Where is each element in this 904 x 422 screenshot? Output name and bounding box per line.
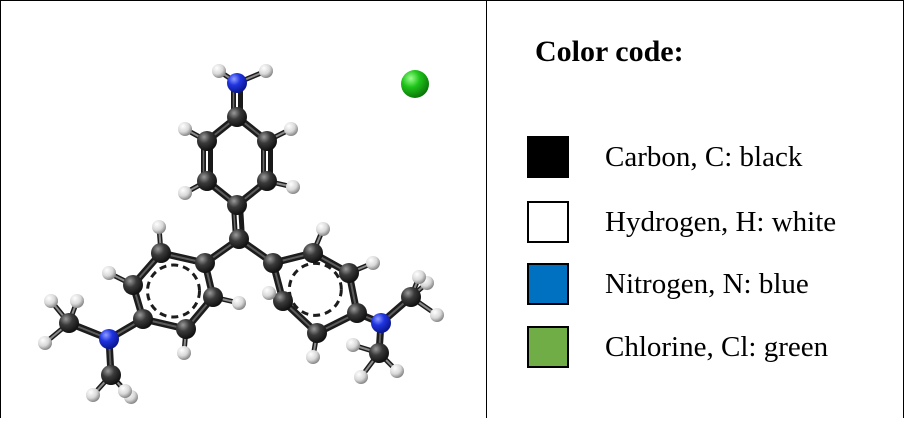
carbon-atom	[176, 319, 196, 339]
hydrogen-atom	[178, 122, 192, 136]
hydrogen-atom	[152, 220, 166, 234]
hydrogen-atom	[262, 286, 276, 300]
carbon-atom	[101, 365, 121, 385]
legend-title: Color code:	[535, 35, 684, 68]
chlorine-atom	[401, 70, 429, 98]
nitrogen-atom	[227, 73, 247, 93]
carbon-atom	[197, 171, 217, 191]
legend-item-chlorine: Chlorine, Cl: green	[527, 326, 897, 374]
carbon-atom	[133, 309, 153, 329]
carbon-atom	[401, 287, 421, 307]
aromatic-ring-mark	[146, 263, 201, 319]
molecule-panel	[1, 1, 485, 417]
carbon-atom	[307, 323, 327, 343]
nitrogen-atom	[371, 313, 391, 333]
hydrogen-atom	[354, 370, 368, 384]
carbon-atom	[347, 303, 367, 323]
legend-label-chlorine: Chlorine, Cl: green	[605, 331, 829, 363]
panel-divider	[486, 0, 487, 418]
hydrogen-atom	[390, 364, 404, 378]
carbon-atom	[229, 229, 249, 249]
hydrogen-atom	[306, 350, 320, 364]
carbon-atom	[151, 243, 171, 263]
hydrogen-atom	[178, 186, 192, 200]
hydrogen-atom	[286, 180, 300, 194]
carbon-atom	[263, 253, 283, 273]
carbon-atom	[123, 275, 143, 295]
hydrogen-atom	[212, 64, 226, 78]
hydrogen-atom	[284, 122, 298, 136]
carbon-swatch	[527, 136, 569, 178]
hydrogen-atom	[102, 266, 116, 280]
carbon-atom	[339, 263, 359, 283]
hydrogen-atom	[316, 222, 330, 236]
legend-label-carbon: Carbon, C: black	[605, 141, 803, 173]
hydrogen-atom	[118, 384, 132, 398]
hydrogen-atom	[346, 338, 360, 352]
legend-item-carbon: Carbon, C: black	[527, 136, 897, 184]
hydrogen-atom	[430, 308, 444, 322]
carbon-atom	[303, 243, 323, 263]
carbon-atom	[369, 343, 389, 363]
hydrogen-atom	[259, 64, 273, 78]
carbon-atom	[227, 107, 247, 127]
carbon-atom	[227, 195, 247, 215]
legend-label-hydrogen: Hydrogen, H: white	[605, 206, 837, 238]
hydrogen-atom	[38, 336, 52, 350]
carbon-atom	[59, 313, 79, 333]
hydrogen-atom	[70, 294, 84, 308]
hydrogen-atom	[86, 388, 100, 402]
hydrogen-atom	[366, 256, 380, 270]
legend-label-nitrogen: Nitrogen, N: blue	[605, 268, 809, 300]
chlorine-swatch	[527, 326, 569, 368]
color-legend: Color code: Carbon, C: black Hydrogen, H…	[487, 1, 903, 417]
aromatic-ring-mark	[287, 261, 343, 317]
hydrogen-atom	[412, 270, 426, 284]
legend-item-hydrogen: Hydrogen, H: white	[527, 201, 897, 249]
carbon-atom	[203, 287, 223, 307]
legend-item-nitrogen: Nitrogen, N: blue	[527, 263, 897, 311]
hydrogen-atom	[232, 296, 246, 310]
nitrogen-atom	[99, 329, 119, 349]
carbon-atom	[257, 171, 277, 191]
molecule-model	[38, 64, 444, 404]
hydrogen-swatch	[527, 201, 569, 243]
hydrogen-atom	[177, 346, 191, 360]
carbon-atom	[197, 131, 217, 151]
carbon-atom	[273, 291, 293, 311]
carbon-atom	[257, 131, 277, 151]
hydrogen-atom	[44, 294, 58, 308]
carbon-atom	[195, 253, 215, 273]
nitrogen-swatch	[527, 263, 569, 305]
